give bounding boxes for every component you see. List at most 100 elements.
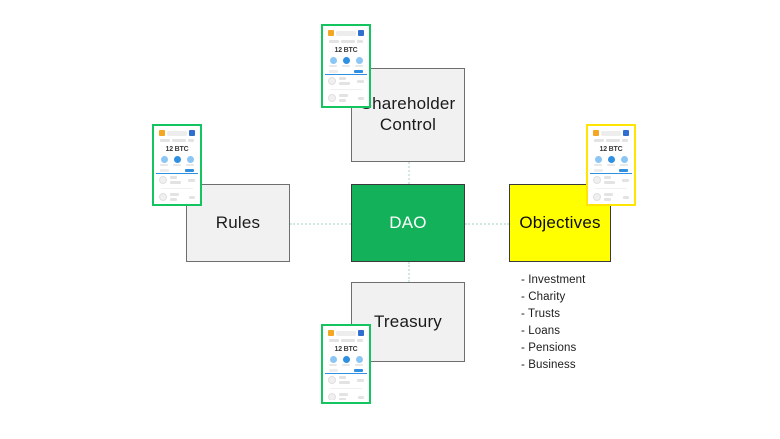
phone-transaction-list [325, 75, 367, 104]
profile-icon [358, 30, 364, 36]
buy-button[interactable] [607, 156, 615, 166]
buy-button[interactable] [342, 356, 350, 366]
buy-label [607, 164, 615, 166]
swap-label [186, 164, 194, 166]
phone-action-buttons [325, 57, 367, 67]
buy-button[interactable] [342, 57, 350, 67]
send-button[interactable] [160, 156, 168, 166]
tab-activity[interactable] [185, 169, 194, 172]
address-bar[interactable] [601, 130, 621, 136]
list-item[interactable] [328, 376, 364, 384]
swap-button[interactable] [355, 356, 363, 366]
send-label [594, 164, 602, 166]
connector-dao-to-treasury [408, 262, 410, 282]
buy-icon [342, 57, 350, 64]
amount-value [357, 395, 364, 399]
tab-activity[interactable] [619, 169, 628, 172]
transaction-title [339, 376, 347, 380]
phone-mockup-shareholder[interactable]: 12 BTC [321, 24, 371, 108]
list-item[interactable] [593, 176, 629, 184]
transaction-subtitle [604, 180, 616, 184]
node-dao-label: DAO [389, 212, 427, 232]
list-divider [330, 89, 362, 90]
list-item[interactable] [593, 193, 629, 201]
send-button[interactable] [329, 356, 337, 366]
transaction-subtitle [604, 197, 612, 201]
account-label [329, 39, 339, 43]
phone-action-buttons [325, 356, 367, 366]
buy-label [173, 164, 181, 166]
phone-browser-bar [325, 28, 367, 37]
phone-tabs[interactable] [156, 167, 198, 174]
phone-account-row [325, 37, 367, 45]
phone-tabs[interactable] [325, 367, 367, 374]
connector-dao-to-objectives [465, 223, 509, 225]
list-item[interactable] [159, 193, 195, 201]
tab-assets[interactable] [329, 369, 338, 372]
objectives-list-item: - Charity [521, 291, 566, 304]
swap-button[interactable] [620, 156, 628, 166]
swap-button[interactable] [355, 57, 363, 67]
phone-mockup-treasury[interactable]: 12 BTC [321, 324, 371, 404]
node-rules[interactable]: Rules [186, 184, 290, 262]
phone-mockup-objectives[interactable]: 12 BTC [586, 124, 636, 206]
tab-assets[interactable] [594, 169, 603, 172]
list-item[interactable] [328, 77, 364, 85]
profile-icon [358, 330, 364, 336]
address-bar[interactable] [336, 330, 356, 336]
account-menu-icon[interactable] [356, 339, 363, 342]
send-label [160, 164, 168, 166]
list-item[interactable] [328, 94, 364, 102]
transaction-subtitle [339, 380, 351, 384]
token-icon [328, 376, 336, 384]
send-button[interactable] [594, 156, 602, 166]
address-bar[interactable] [336, 30, 356, 36]
token-icon [159, 176, 167, 184]
account-label [329, 339, 339, 342]
list-item[interactable] [328, 393, 364, 400]
objectives-list: - Investment - Charity - Trusts - Loans … [521, 272, 585, 374]
send-button[interactable] [329, 57, 337, 67]
swap-button[interactable] [186, 156, 194, 166]
tab-assets[interactable] [329, 70, 338, 73]
node-dao[interactable]: DAO [351, 184, 465, 262]
node-shareholder-control[interactable]: Shareholder Control [351, 68, 465, 162]
transaction-subtitle [339, 81, 351, 85]
account-menu-icon[interactable] [356, 39, 363, 43]
account-menu-icon[interactable] [621, 139, 628, 142]
phone-account-row [325, 337, 367, 344]
list-divider [161, 188, 193, 189]
tab-activity[interactable] [354, 369, 363, 372]
amount-value [356, 378, 364, 382]
transaction-amount [620, 178, 629, 182]
wallet-balance: 12 BTC [599, 145, 623, 154]
phone-tabs[interactable] [325, 68, 367, 75]
phone-transaction-list [156, 174, 198, 202]
list-item[interactable] [159, 176, 195, 184]
buy-icon [342, 356, 350, 363]
amount-value [356, 79, 364, 83]
tab-activity[interactable] [354, 70, 363, 73]
profile-icon [623, 130, 629, 136]
swap-label [355, 65, 363, 67]
phone-action-buttons [590, 156, 632, 166]
swap-label [355, 364, 363, 366]
tab-assets[interactable] [160, 169, 169, 172]
account-menu-icon[interactable] [187, 139, 194, 142]
token-icon [593, 193, 601, 201]
transaction-subtitle [339, 397, 347, 400]
node-shareholder-control-label-line2: Control [379, 115, 437, 134]
address-bar[interactable] [167, 130, 187, 136]
transaction-title [170, 193, 180, 197]
buy-button[interactable] [173, 156, 181, 166]
objectives-list-item: - Trusts [521, 308, 561, 321]
wallet-icon [159, 130, 165, 136]
transaction-title [604, 193, 614, 197]
phone-mockup-rules[interactable]: 12 BTC [152, 124, 202, 206]
phone-tabs[interactable] [590, 167, 632, 174]
account-address [171, 139, 186, 142]
amount-value [187, 178, 195, 182]
node-shareholder-control-label-line1: Shareholder [360, 94, 456, 114]
transaction-title [339, 77, 347, 81]
